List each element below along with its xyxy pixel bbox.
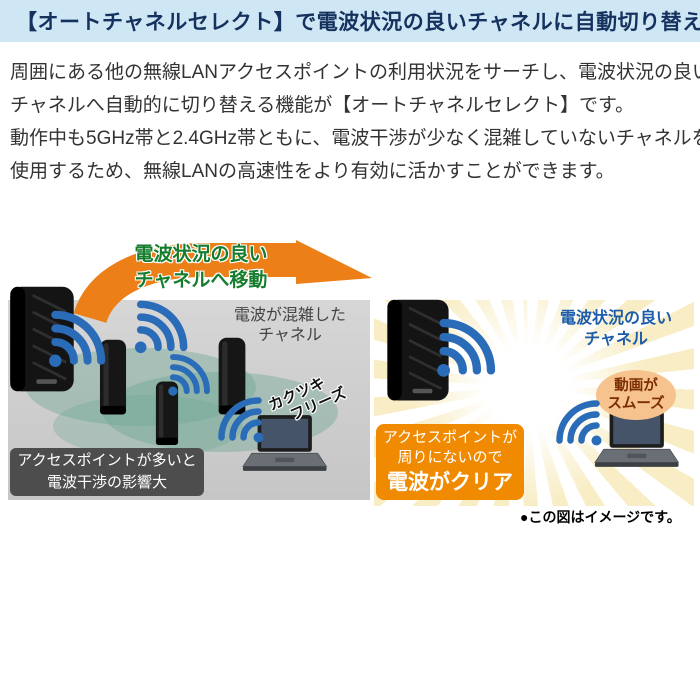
move-arrow-label-line: 電波状況の良い <box>134 244 268 265</box>
good-channel-label: 電波状況の良い チャネル <box>542 308 690 350</box>
diagram: 電波が混雑した チャネル カクツキ フリーズ アクセスポイントが多いと 電波干渉… <box>0 230 700 530</box>
intro-paragraph: 周囲にある他の無線LANアクセスポイントの利用状況をサーチし、電波状況の良い チ… <box>10 56 700 188</box>
intro-line: 使用するため、無線LANの高速性をより有効に活かすことができます。 <box>10 161 615 182</box>
move-arrow-label-line: チャネルへ移動 <box>134 270 268 291</box>
move-arrow-icon <box>73 240 372 324</box>
wifi-signal-icon <box>434 316 498 380</box>
clear-signal-badge-line: 周りにないので <box>397 449 503 466</box>
wifi-signal-icon <box>554 398 604 448</box>
smooth-video-line: スムーズ <box>607 396 665 412</box>
intro-line: 動作中も5GHz帯と2.4GHz帯ともに、電波干渉が少なく混雑していないチャネル… <box>10 128 700 149</box>
interference-badge: アクセスポイントが多いと 電波干渉の影響大 <box>10 448 204 496</box>
crowded-channel-label: 電波が混雑した チャネル <box>223 306 357 346</box>
crowded-channel-panel: 電波が混雑した チャネル カクツキ フリーズ アクセスポイントが多いと 電波干渉… <box>8 300 370 500</box>
smooth-video-bubble: 動画が スムーズ <box>596 370 676 420</box>
coverage-ellipse <box>53 395 243 457</box>
crowded-channel-label-line: チャネル <box>258 327 322 344</box>
interference-badge-line: アクセスポイントが多いと <box>17 452 197 469</box>
clear-signal-badge-line: 電波がクリア <box>387 471 513 494</box>
good-channel-label-line: 電波状況の良い <box>559 310 672 327</box>
clear-channel-panel: 電波状況の良い チャネル 動画が スムーズ アクセスポイントが 周りにないので … <box>374 300 694 506</box>
wifi-signal-icon <box>216 395 266 445</box>
intro-line: 周囲にある他の無線LANアクセスポイントの利用状況をサーチし、電波状況の良い <box>10 62 700 83</box>
move-arrow-label: 電波状況の良い チャネルへ移動 <box>116 242 286 294</box>
image-note: ●この図はイメージです。 <box>520 509 681 525</box>
crowded-channel-label-line: 電波が混雑した <box>233 307 346 324</box>
page-title: 【オートチャネルセレクト】で電波状況の良いチャネルに自動切り替え <box>16 11 700 34</box>
wifi-signal-icon <box>166 352 212 398</box>
page-header: 【オートチャネルセレクト】で電波状況の良いチャネルに自動切り替え <box>0 0 700 42</box>
smooth-video-line: 動画が <box>614 378 658 394</box>
intro-line: チャネルへ自動的に切り替える機能が【オートチャネルセレクト】です。 <box>10 95 635 116</box>
interference-badge-line: 電波干渉の影響大 <box>46 474 167 491</box>
good-channel-label-line: チャネル <box>584 331 648 348</box>
clear-signal-badge: アクセスポイントが 周りにないので 電波がクリア <box>376 424 524 500</box>
clear-signal-badge-line: アクセスポイントが <box>382 429 518 446</box>
